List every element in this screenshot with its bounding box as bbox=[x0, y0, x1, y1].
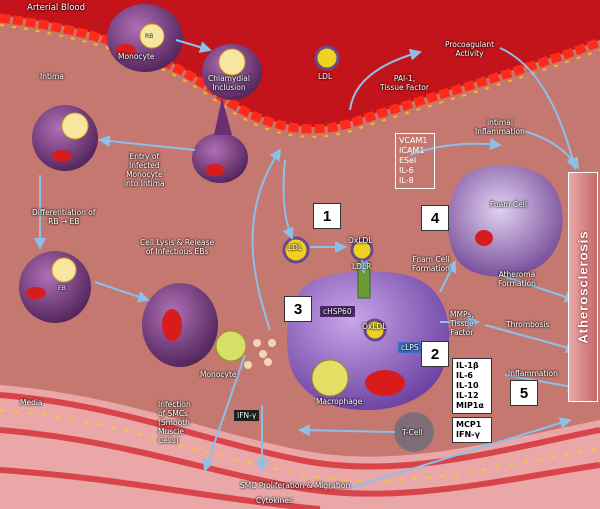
smc-proliferation-label: SMC Proliferation & Migration bbox=[240, 481, 351, 490]
cytokine-item: IL-1β bbox=[456, 361, 479, 370]
t-cell-label: T-Cell bbox=[402, 428, 423, 437]
adhesion-item: ICAM1 bbox=[399, 146, 425, 155]
monocyte-top-label: Monocyte bbox=[118, 52, 155, 61]
monocyte-bottom-label: Monocyte bbox=[200, 370, 237, 379]
intima-label: Intima bbox=[40, 72, 64, 81]
adhesion-item: IL-6 bbox=[399, 166, 414, 175]
ldl-top-label: LDL bbox=[318, 72, 333, 81]
step-1-box: 1 bbox=[313, 203, 341, 229]
media-fiber-1 bbox=[0, 392, 600, 470]
endothelium-nuclei bbox=[0, 24, 600, 138]
ifn-gamma-label: IFN-γ bbox=[234, 410, 260, 421]
eb-label: EB bbox=[58, 285, 66, 292]
chsp60-label: cHSP60 bbox=[320, 306, 355, 317]
oxldl-top-label: OxLDL bbox=[348, 236, 373, 245]
ldl-particles bbox=[282, 45, 387, 342]
arterial-blood-label: Arterial Blood bbox=[27, 3, 85, 13]
released-eb-particles bbox=[244, 339, 276, 369]
media-label: Media bbox=[20, 398, 43, 407]
macrophage-label: Macrophage bbox=[316, 397, 363, 406]
pathway-arrows bbox=[34, 39, 580, 489]
cytokines-label: Cytokines bbox=[256, 496, 293, 505]
cytokine-item: IL-12 bbox=[456, 391, 479, 400]
step-4-box: 4 bbox=[421, 205, 449, 231]
infected-monocyte-intima-cell bbox=[32, 105, 98, 171]
adhesion-item: IL-8 bbox=[399, 176, 414, 185]
media-fiber-3 bbox=[0, 467, 321, 509]
foam-cell bbox=[447, 164, 563, 277]
media-region bbox=[0, 385, 600, 509]
cytokine-item: IL-6 bbox=[456, 371, 473, 380]
t-cell bbox=[394, 412, 434, 452]
adhesion-item: VCAM1 bbox=[399, 136, 428, 145]
step-3-box: 3 bbox=[284, 296, 312, 322]
clps-label: cLPS bbox=[398, 342, 422, 353]
pai1-tissue-factor-label: PAI-1,Tissue Factor bbox=[380, 74, 429, 92]
adhesion-molecule-box: VCAM1 ICAM1 ESel IL-6 IL-8 bbox=[395, 133, 435, 189]
adhesion-item: ESel bbox=[399, 156, 417, 165]
atherosclerosis-label: Atherosclerosis bbox=[575, 230, 591, 344]
foam-cell-label: Foam Cell bbox=[490, 200, 527, 209]
cytokine-box-a: IL-1β IL-6 IL-10 IL-12 MIP1α bbox=[452, 358, 492, 414]
cytokine-item: IFN-γ bbox=[456, 430, 480, 439]
rb-label: RB bbox=[145, 33, 154, 40]
ldlr-label: LDLR bbox=[352, 262, 372, 271]
step-2-box: 2 bbox=[421, 341, 449, 367]
inflammation-label: Inflammation bbox=[508, 369, 558, 378]
ldl-mid-label: LDL bbox=[288, 243, 303, 252]
eb-cell bbox=[19, 251, 91, 323]
macrophage-cell bbox=[286, 261, 450, 411]
cytokine-item: MIP1α bbox=[456, 401, 484, 410]
oxldl-mid-label: OxLDL bbox=[362, 322, 387, 331]
monocyte-top-cell bbox=[107, 4, 183, 72]
cytokine-item: IL-10 bbox=[456, 381, 479, 390]
monocyte-bottom-cell bbox=[142, 283, 247, 367]
cytokine-item: MCP1 bbox=[456, 420, 482, 429]
media-fiber-2 bbox=[0, 427, 600, 497]
chlamydial-inclusion-cell bbox=[192, 44, 262, 183]
cytokine-box-b: MCP1 IFN-γ bbox=[452, 417, 492, 443]
atherosclerosis-bar: Atherosclerosis bbox=[568, 172, 598, 402]
thrombosis-label: Thrombosis bbox=[506, 320, 550, 329]
step-5-box: 5 bbox=[510, 380, 538, 406]
